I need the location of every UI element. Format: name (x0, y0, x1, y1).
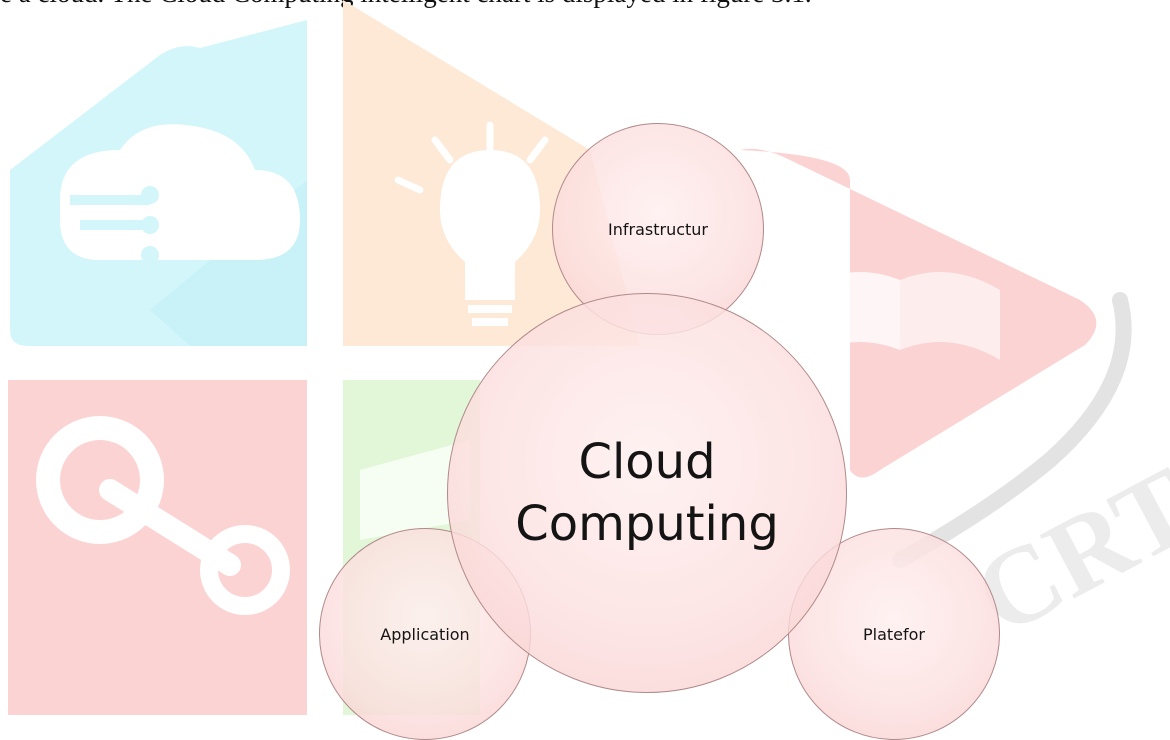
caption-text: e a cloud. The Cloud Computing intellige… (0, 0, 1170, 9)
cloud-circuit-icon (10, 20, 307, 346)
platform-label: Platefor (862, 624, 925, 644)
center-label: Cloud Computing (515, 431, 779, 555)
center-label-line1: Cloud (578, 434, 716, 490)
center-label-line2: Computing (515, 496, 779, 552)
infrastructure-label: Infrastructur (608, 219, 708, 239)
book-icon (740, 148, 1097, 478)
cloud-computing-node: Cloud Computing (447, 293, 847, 693)
gears-icon (8, 380, 307, 715)
application-label: Application (380, 624, 470, 644)
watermark-swoosh (892, 292, 1132, 568)
